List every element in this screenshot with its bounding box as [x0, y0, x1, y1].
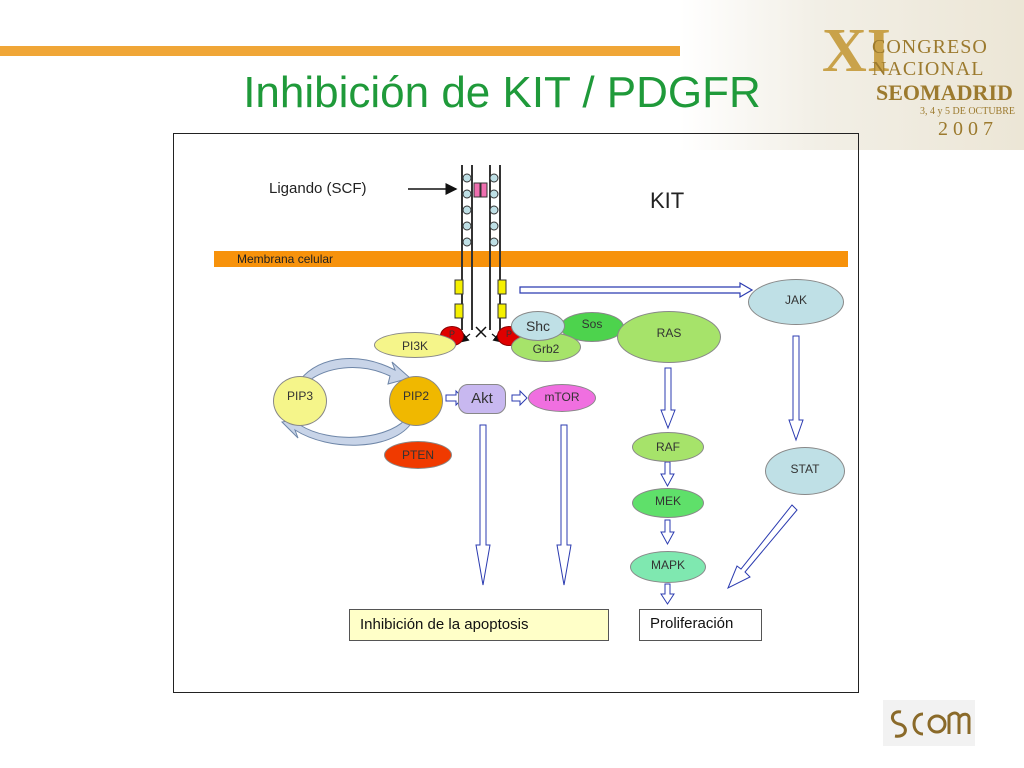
node-jak-label: JAK [784, 293, 807, 307]
kit-receptor [454, 165, 507, 330]
node-stat: STAT [765, 447, 845, 495]
arrow-mtor-apoptosis [556, 424, 572, 586]
ligand-label: Ligando (SCF) [269, 180, 367, 197]
arrow-ras-raf [660, 367, 676, 430]
node-raf: RAF [632, 432, 704, 462]
inhibition-cross [459, 326, 503, 343]
node-mtor: mTOR [528, 384, 596, 412]
congress-logo [680, 0, 1024, 150]
logo-line-2: NACIONAL [872, 58, 985, 80]
node-ras: RAS [617, 311, 721, 363]
node-pip2: PIP2 [389, 376, 443, 426]
node-jak: JAK [748, 279, 844, 325]
membrane-label: Membrana celular [237, 252, 334, 266]
node-ras-label: RAS [656, 326, 682, 340]
logo-roman-numeral: XI [822, 17, 891, 85]
arrow-mapk-proliferation [660, 583, 675, 605]
node-pip2-label: PIP2 [402, 389, 429, 403]
node-sos-label: Sos [581, 317, 603, 331]
phospho-left-label: P [448, 329, 455, 339]
receptor-label: KIT [650, 188, 685, 213]
node-mek: MEK [632, 488, 704, 518]
outcome-apoptosis-label: Inhibición de la apoptosis [360, 616, 529, 633]
node-grb2-label: Grb2 [532, 342, 560, 356]
slide-title: Inhibición de KIT / PDGFR [0, 68, 1024, 118]
node-pten: PTEN [384, 441, 452, 469]
phospho-right-label: P [505, 329, 512, 339]
node-mapk: MAPK [630, 551, 706, 583]
node-pi3k: PI3K [374, 332, 456, 358]
logo-line-3: SEOMADRID [876, 80, 1013, 105]
arrow-mek-mapk [660, 519, 675, 546]
corner-logo [883, 700, 975, 746]
cell-membrane [214, 251, 848, 267]
arrow-akt-apoptosis [475, 424, 491, 586]
logo-dates: 3, 4 y 5 DE OCTUBRE [920, 106, 1015, 117]
node-mapk-label: MAPK [650, 558, 685, 572]
arrow-raf-mek [660, 461, 675, 488]
node-mtor-label: mTOR [544, 390, 580, 404]
slide-title-text: Inhibición de KIT / PDGFR [243, 68, 761, 117]
node-akt: Akt [458, 384, 506, 414]
node-mek-label: MEK [654, 494, 681, 508]
arrow-akt-mtor [511, 389, 528, 407]
corner-logo-mark [891, 710, 971, 738]
node-stat-label: STAT [790, 462, 820, 476]
node-pi3k-label: PI3K [401, 339, 428, 353]
logo-line-1: CONGRESO [872, 36, 988, 58]
outcome-proliferation-label: Proliferación [650, 615, 734, 632]
arrow-jak-stat [788, 335, 804, 442]
node-shc-label: Shc [525, 318, 551, 334]
node-shc: Shc [511, 311, 565, 341]
outcome-proliferation: Proliferación [639, 609, 762, 641]
node-raf-label: RAF [656, 440, 680, 454]
cycle-arrow-bottom [280, 417, 411, 446]
node-pip3: PIP3 [273, 376, 327, 426]
arrow-to-jak [519, 281, 754, 299]
node-akt-label: Akt [471, 390, 493, 407]
arrow-stat-proliferation [727, 504, 798, 590]
node-pten-label: PTEN [401, 448, 434, 462]
top-accent-bar [0, 46, 820, 56]
outcome-apoptosis: Inhibición de la apoptosis [349, 609, 609, 641]
diagram-frame [173, 133, 859, 693]
node-pip3-label: PIP3 [286, 389, 313, 403]
logo-year: 2007 [938, 118, 998, 140]
cycle-arrow-top [299, 358, 412, 385]
